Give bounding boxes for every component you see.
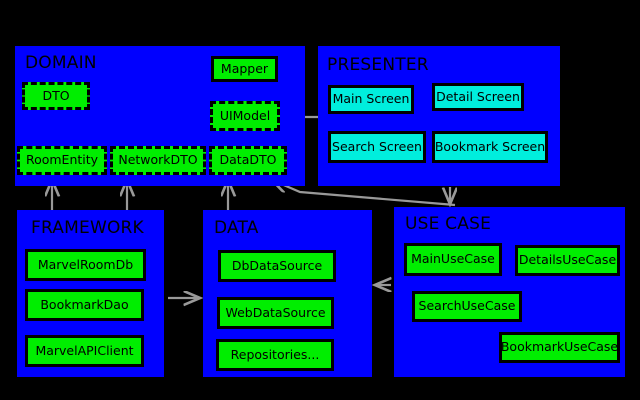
node-searchusecase[interactable]: SearchUseCase bbox=[412, 291, 522, 322]
node-dbdatasource[interactable]: DbDataSource bbox=[218, 250, 336, 282]
node-webdatasource[interactable]: WebDataSource bbox=[217, 297, 334, 329]
node-datadto[interactable]: DataDTO bbox=[209, 146, 287, 175]
node-networkdto[interactable]: NetworkDTO bbox=[110, 146, 206, 175]
layer-title-presenter: PRESENTER bbox=[327, 55, 429, 75]
layer-title-usecase: USE CASE bbox=[405, 214, 492, 234]
node-roomentity[interactable]: RoomEntity bbox=[17, 146, 107, 175]
node-bookmark-screen[interactable]: Bookmark Screen bbox=[432, 131, 548, 163]
node-main-screen[interactable]: Main Screen bbox=[328, 85, 414, 114]
node-bookmarkdao[interactable]: BookmarkDao bbox=[25, 289, 144, 321]
node-detail-screen[interactable]: Detail Screen bbox=[432, 83, 524, 111]
layer-title-data: DATA bbox=[214, 218, 259, 238]
layer-title-framework: FRAMEWORK bbox=[31, 218, 144, 238]
node-dto[interactable]: DTO bbox=[22, 82, 90, 110]
node-mapper[interactable]: Mapper bbox=[211, 56, 278, 82]
node-marvelroomdb[interactable]: MarvelRoomDb bbox=[25, 249, 146, 281]
node-uimodel[interactable]: UIModel bbox=[210, 101, 280, 131]
node-mainusecase[interactable]: MainUseCase bbox=[404, 243, 502, 276]
layer-title-domain: DOMAIN bbox=[25, 53, 97, 73]
node-marvelapiclient[interactable]: MarvelAPIClient bbox=[25, 335, 144, 367]
node-detailsusecase[interactable]: DetailsUseCase bbox=[515, 245, 620, 276]
node-repositories[interactable]: Repositories... bbox=[216, 339, 334, 371]
node-search-screen[interactable]: Search Screen bbox=[328, 131, 426, 163]
node-bookmarkusecase[interactable]: BookmarkUseCase bbox=[499, 332, 620, 363]
